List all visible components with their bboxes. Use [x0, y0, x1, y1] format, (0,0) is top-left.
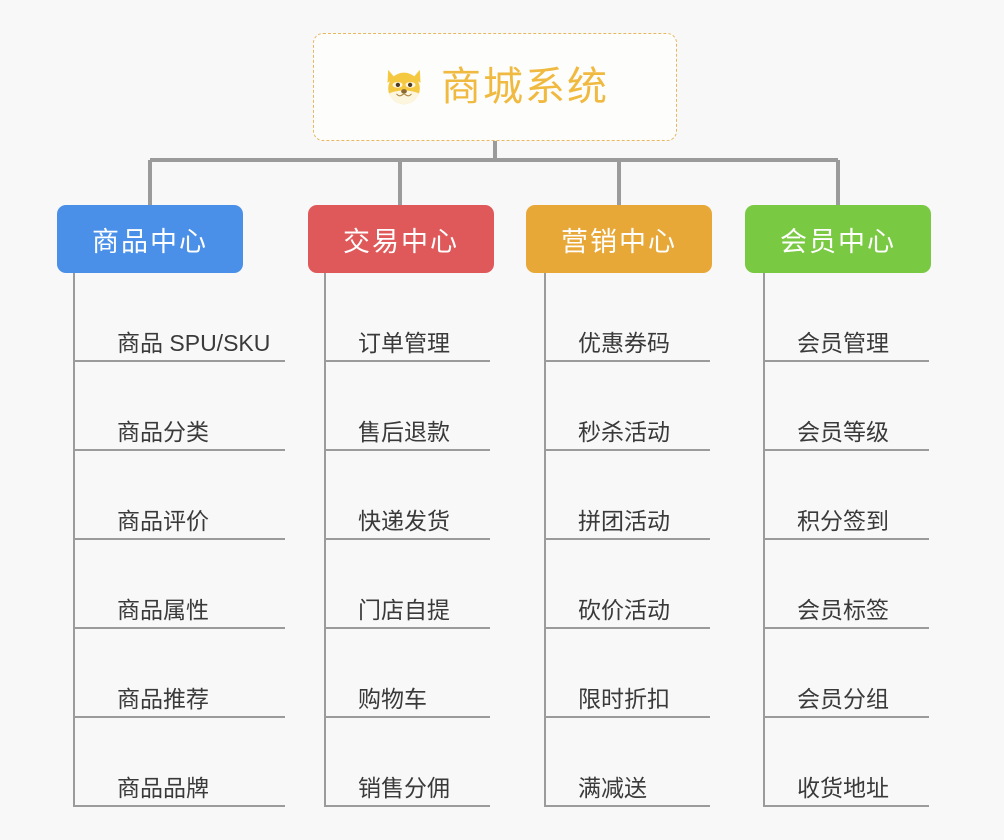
category-title: 商品中心 [92, 226, 208, 257]
leaf-underline [544, 627, 710, 629]
leaf-label: 商品分类 [117, 418, 209, 445]
leaf-item[interactable]: 砍价活动 [544, 540, 712, 629]
leaf-item[interactable]: 商品属性 [73, 540, 285, 629]
leaf-label: 会员等级 [797, 418, 889, 445]
leaf-label: 积分签到 [797, 507, 889, 534]
leaf-underline [763, 360, 929, 362]
leaf-label: 满减送 [578, 774, 647, 801]
leaf-label: 拼团活动 [578, 507, 670, 534]
leaf-underline [324, 449, 490, 451]
leaf-underline [763, 449, 929, 451]
leaf-label: 秒杀活动 [578, 418, 670, 445]
leaf-item[interactable]: 会员等级 [763, 362, 931, 451]
leaf-item[interactable]: 订单管理 [324, 273, 494, 362]
leaf-list: 优惠券码秒杀活动拼团活动砍价活动限时折扣满减送 [544, 273, 712, 807]
branch-trunk-line [544, 273, 546, 807]
leaf-item[interactable]: 商品评价 [73, 451, 285, 540]
leaf-label: 会员标签 [797, 596, 889, 623]
leaf-item[interactable]: 商品品牌 [73, 718, 285, 807]
leaf-label: 优惠券码 [578, 329, 670, 356]
root-title: 商城系统 [441, 65, 609, 109]
leaf-item[interactable]: 收货地址 [763, 718, 931, 807]
leaf-underline [544, 716, 710, 718]
leaf-label: 快递发货 [358, 507, 450, 534]
leaf-label: 商品 SPU/SKU [117, 329, 271, 356]
leaf-item[interactable]: 会员分组 [763, 629, 931, 718]
leaf-underline [73, 538, 285, 540]
leaf-label: 会员分组 [797, 685, 889, 712]
leaf-label: 商品推荐 [117, 685, 209, 712]
leaf-label: 商品品牌 [117, 774, 209, 801]
leaf-underline [763, 627, 929, 629]
leaf-underline [324, 360, 490, 362]
leaf-underline [324, 716, 490, 718]
leaf-item[interactable]: 商品推荐 [73, 629, 285, 718]
category-header-member-center[interactable]: 会员中心 [745, 205, 931, 273]
leaf-label: 销售分佣 [358, 774, 450, 801]
leaf-underline [544, 538, 710, 540]
leaf-item[interactable]: 满减送 [544, 718, 712, 807]
leaf-underline [73, 805, 285, 807]
leaf-underline [544, 449, 710, 451]
leaf-underline [544, 805, 710, 807]
leaf-underline [73, 360, 285, 362]
leaf-item[interactable]: 门店自提 [324, 540, 494, 629]
leaf-item[interactable]: 商品 SPU/SKU [73, 273, 285, 362]
leaf-label: 商品评价 [117, 507, 209, 534]
shiba-dog-face-icon [387, 69, 421, 105]
leaf-item[interactable]: 会员标签 [763, 540, 931, 629]
leaf-underline [544, 360, 710, 362]
leaf-item[interactable]: 购物车 [324, 629, 494, 718]
leaf-underline [324, 627, 490, 629]
leaf-underline [324, 805, 490, 807]
leaf-label: 订单管理 [358, 329, 450, 356]
leaf-label: 门店自提 [358, 596, 450, 623]
category-title: 营销中心 [561, 226, 677, 257]
leaf-underline [73, 627, 285, 629]
leaf-label: 购物车 [358, 685, 427, 712]
category-column-member-center: 会员中心会员管理会员等级积分签到会员标签会员分组收货地址 [745, 205, 931, 807]
category-header-product-center[interactable]: 商品中心 [57, 205, 243, 273]
leaf-underline [763, 716, 929, 718]
leaf-underline [73, 716, 285, 718]
leaf-label: 商品属性 [117, 596, 209, 623]
leaf-list: 订单管理售后退款快递发货门店自提购物车销售分佣 [324, 273, 494, 807]
category-title: 交易中心 [343, 226, 459, 257]
category-title: 会员中心 [780, 226, 896, 257]
root-node[interactable]: 商城系统 [313, 33, 677, 141]
leaf-item[interactable]: 优惠券码 [544, 273, 712, 362]
category-header-trade-center[interactable]: 交易中心 [308, 205, 494, 273]
leaf-item[interactable]: 售后退款 [324, 362, 494, 451]
leaf-item[interactable]: 秒杀活动 [544, 362, 712, 451]
category-column-trade-center: 交易中心订单管理售后退款快递发货门店自提购物车销售分佣 [308, 205, 494, 807]
leaf-label: 售后退款 [358, 418, 450, 445]
leaf-label: 砍价活动 [578, 596, 670, 623]
leaf-item[interactable]: 积分签到 [763, 451, 931, 540]
branch-trunk-line [73, 273, 75, 807]
leaf-item[interactable]: 拼团活动 [544, 451, 712, 540]
leaf-list: 会员管理会员等级积分签到会员标签会员分组收货地址 [763, 273, 931, 807]
leaf-label: 限时折扣 [578, 685, 670, 712]
leaf-underline [324, 538, 490, 540]
category-column-marketing-center: 营销中心优惠券码秒杀活动拼团活动砍价活动限时折扣满减送 [526, 205, 712, 807]
leaf-item[interactable]: 快递发货 [324, 451, 494, 540]
leaf-label: 会员管理 [797, 329, 889, 356]
leaf-underline [763, 805, 929, 807]
leaf-underline [763, 538, 929, 540]
leaf-list: 商品 SPU/SKU 商品分类商品评价商品属性商品推荐商品品牌 [73, 273, 285, 807]
category-column-product-center: 商品中心商品 SPU/SKU 商品分类商品评价商品属性商品推荐商品品牌 [57, 205, 285, 807]
leaf-item[interactable]: 会员管理 [763, 273, 931, 362]
leaf-underline [73, 449, 285, 451]
leaf-item[interactable]: 限时折扣 [544, 629, 712, 718]
leaf-label: 收货地址 [797, 774, 889, 801]
category-header-marketing-center[interactable]: 营销中心 [526, 205, 712, 273]
leaf-item[interactable]: 销售分佣 [324, 718, 494, 807]
branch-trunk-line [324, 273, 326, 807]
branch-trunk-line [763, 273, 765, 807]
leaf-item[interactable]: 商品分类 [73, 362, 285, 451]
